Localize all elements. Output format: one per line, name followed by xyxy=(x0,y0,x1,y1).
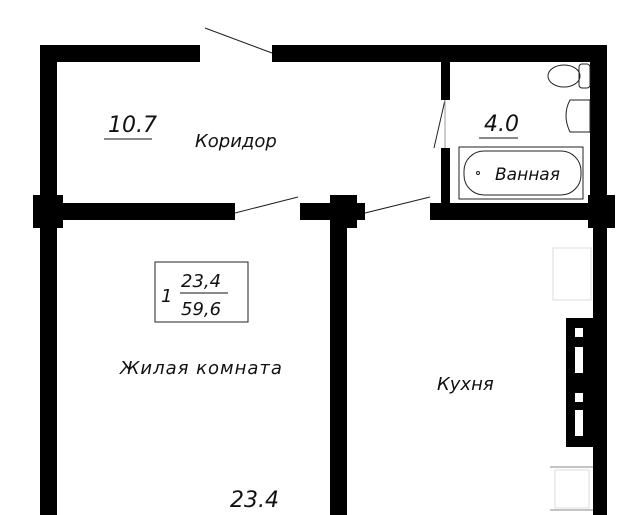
bathroom-label: Ванная xyxy=(495,165,560,185)
toilet-icon xyxy=(547,64,581,88)
bath-fixtures xyxy=(458,63,591,200)
tag-room-count: 1 xyxy=(161,286,172,307)
entrance-door xyxy=(204,27,273,54)
living-room-area: 23.4 xyxy=(230,488,279,513)
wall-left xyxy=(40,45,57,515)
wall-right-lower xyxy=(593,220,607,515)
window-slot xyxy=(575,328,583,337)
toilet-tank-icon xyxy=(578,63,591,89)
walls xyxy=(33,45,615,515)
apartment-tag-box xyxy=(154,261,249,323)
kitchen-door xyxy=(364,196,431,214)
wall-mid-right xyxy=(430,203,615,220)
wall-top-left xyxy=(40,45,200,62)
bathtub-icon xyxy=(463,150,582,196)
wall-bath-upper xyxy=(441,62,450,100)
corridor-label: Коридор xyxy=(195,131,277,152)
window-slot xyxy=(575,410,583,436)
doors xyxy=(204,27,446,214)
kitchen-label: Кухня xyxy=(437,374,494,395)
bathroom-area: 4.0 xyxy=(484,112,519,137)
tag-total-area: 59,6 xyxy=(181,299,221,320)
stove-icon xyxy=(552,247,592,301)
tag-living-area: 23,4 xyxy=(181,271,221,292)
sink-icon xyxy=(565,99,591,133)
living-room-label: Жилая комната xyxy=(119,358,283,379)
kitchen-sink-icon xyxy=(554,469,590,509)
living-door xyxy=(234,196,299,214)
bathtub-drain-icon xyxy=(476,171,480,175)
window-slot xyxy=(575,393,583,402)
wall-top-right xyxy=(272,45,607,62)
wall-bath-lower xyxy=(441,148,450,203)
window-slot xyxy=(575,347,583,373)
corridor-area: 10.7 xyxy=(108,113,157,138)
kitchen-fixtures xyxy=(550,247,593,511)
pier-right xyxy=(588,195,615,228)
wall-kitchen-living xyxy=(330,220,347,515)
bath-door xyxy=(433,99,446,149)
window-slots xyxy=(575,328,583,436)
wall-right-upper xyxy=(590,45,607,205)
wall-mid-left xyxy=(33,203,235,220)
pier-left xyxy=(33,195,63,228)
bathtub-frame xyxy=(458,146,584,200)
